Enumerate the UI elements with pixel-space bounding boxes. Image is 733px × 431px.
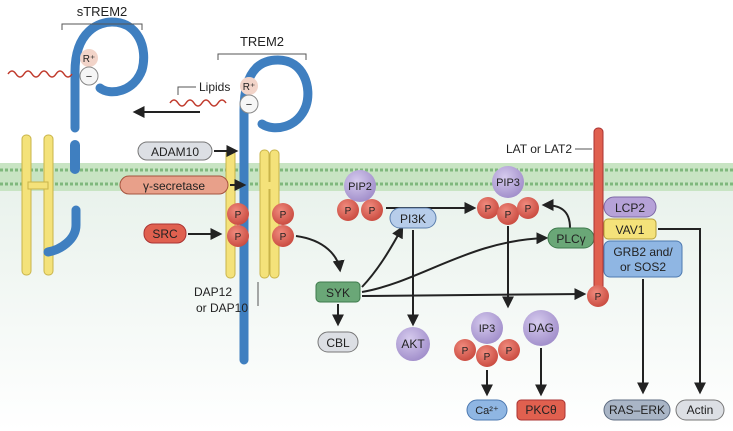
ip3-group: [454, 312, 520, 367]
p-label: P: [595, 292, 602, 303]
trem2-receptor: [239, 55, 313, 365]
lcp2-label: LCP2: [615, 201, 645, 215]
lat-label: LAT or LAT2: [506, 142, 572, 156]
src-label: SRC: [152, 227, 178, 241]
p-label: P: [280, 210, 287, 221]
vav1-box: [603, 218, 657, 240]
trem2-bracket: [217, 53, 307, 60]
adam10-box: [137, 141, 213, 161]
p-label: P: [462, 346, 469, 357]
cbl-box: [317, 331, 359, 353]
syk-to-pi3k-arrow: [361, 225, 404, 288]
dap12-label-1: DAP12: [194, 285, 232, 299]
syk-box: [315, 281, 361, 303]
pkc-box: [516, 399, 566, 421]
p-label: P: [525, 204, 532, 215]
ras-erk-label: RAS–ERK: [609, 403, 665, 417]
strem2-r-label: R⁺: [83, 54, 96, 65]
syk-to-lat-arrow: [361, 288, 587, 301]
akt-label: AKT: [401, 337, 425, 351]
adam10-label: ADAM10: [151, 145, 199, 159]
strem2-receptor: [43, 17, 149, 257]
lat-adaptor: [587, 127, 609, 307]
p-label: P: [506, 346, 513, 357]
lipid-wave-right: [169, 99, 227, 107]
ca-box: [466, 399, 508, 421]
p-label: P: [484, 352, 491, 363]
plcg-label: PLCγ: [556, 232, 585, 246]
ca-label: Ca²⁺: [475, 405, 499, 417]
p-label: P: [280, 232, 287, 243]
syk-label: SYK: [326, 286, 350, 300]
p-label: P: [485, 204, 492, 215]
dap12-to-syk-arrow: [295, 235, 345, 273]
grb2-box: [603, 240, 683, 278]
strem2-minus-label: −: [86, 71, 92, 83]
p-label: P: [235, 210, 242, 221]
lipids-leader: [177, 86, 196, 95]
lipid-wave-left: [7, 70, 73, 78]
pip2-group: [337, 170, 383, 221]
trem2-r-label: R⁺: [243, 82, 256, 93]
vav1-to-actin-arrow: [658, 228, 706, 395]
strem2-label: sTREM2: [77, 4, 128, 19]
actin-label: Actin: [687, 403, 714, 417]
src-box: [143, 223, 187, 244]
dag-circle: [523, 310, 559, 346]
dap12-label-2: or DAP10: [196, 301, 248, 315]
grb2-label-2: or SOS2: [620, 260, 666, 274]
p-label: P: [345, 206, 352, 217]
ras-erk-box: [603, 399, 671, 421]
trem2-minus-label: −: [246, 99, 252, 111]
vav1-label: VAV1: [616, 223, 645, 237]
actin-box: [675, 399, 725, 421]
p-label: P: [505, 210, 512, 221]
pkc-label: PKCθ: [525, 403, 557, 417]
dag-label: DAG: [528, 321, 554, 335]
gamma-secretase-box: [119, 175, 229, 195]
trem2-label: TREM2: [240, 34, 284, 49]
p-label: P: [369, 206, 376, 217]
lipids-label: Lipids: [199, 80, 230, 94]
pi3k-label: PI3K: [400, 212, 426, 226]
cbl-label: CBL: [326, 336, 350, 350]
p-label: P: [235, 232, 242, 243]
syk-to-plcg-arrow: [361, 232, 549, 293]
akt-circle: [396, 327, 430, 361]
dap12-left: [21, 134, 54, 276]
ip3-label: IP3: [479, 323, 496, 335]
pip3-label: PIP3: [496, 177, 520, 189]
pip2-label: PIP2: [348, 181, 372, 193]
strem2-bracket: [61, 23, 143, 30]
gamma-secretase-label: γ-secretase: [143, 179, 205, 193]
plcg-to-pip3-arrow: [541, 199, 571, 229]
dap12-phospho: [227, 203, 294, 247]
pip3-group: [477, 166, 539, 225]
lcp2-box: [603, 196, 657, 218]
pi3k-box: [389, 207, 437, 229]
grb2-label-1: GRB2 and/: [613, 245, 673, 259]
